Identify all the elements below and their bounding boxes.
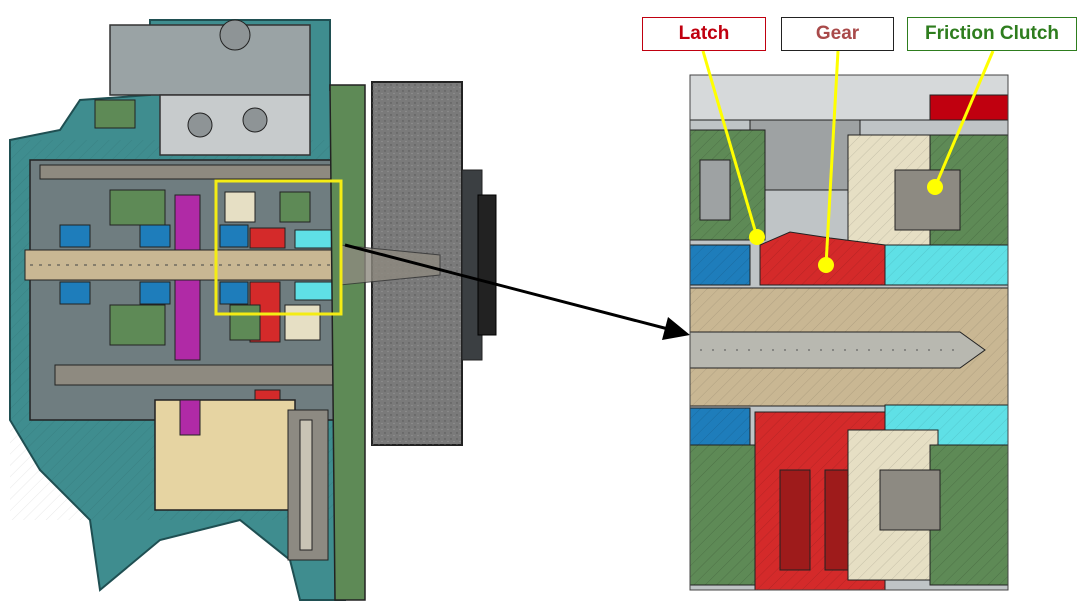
friction-clutch-label: Friction Clutch: [907, 17, 1077, 51]
gear-label: Gear: [781, 17, 894, 51]
callout-pointers: [701, 50, 995, 273]
lower-shaft: [54, 364, 356, 386]
transmission-overview: [9, 19, 497, 601]
main-shaft: [24, 249, 356, 281]
latch-pointer-dot: [749, 229, 765, 245]
upper-shaft: [39, 164, 361, 180]
gear-label-text: Gear: [815, 23, 860, 44]
clutch-pointer-dot: [927, 179, 943, 195]
oil-pan: [154, 399, 296, 511]
friction-clutch-label-text: Friction Clutch: [924, 23, 1060, 44]
zoom-detail: [690, 75, 1008, 590]
gear-pointer-dot: [818, 257, 834, 273]
latch-label-text: Latch: [678, 23, 730, 44]
zoom-arrow: [344, 243, 690, 340]
valve-body: [109, 24, 311, 96]
latch-label: Latch: [642, 17, 766, 51]
zoom-region-box: [214, 179, 343, 316]
